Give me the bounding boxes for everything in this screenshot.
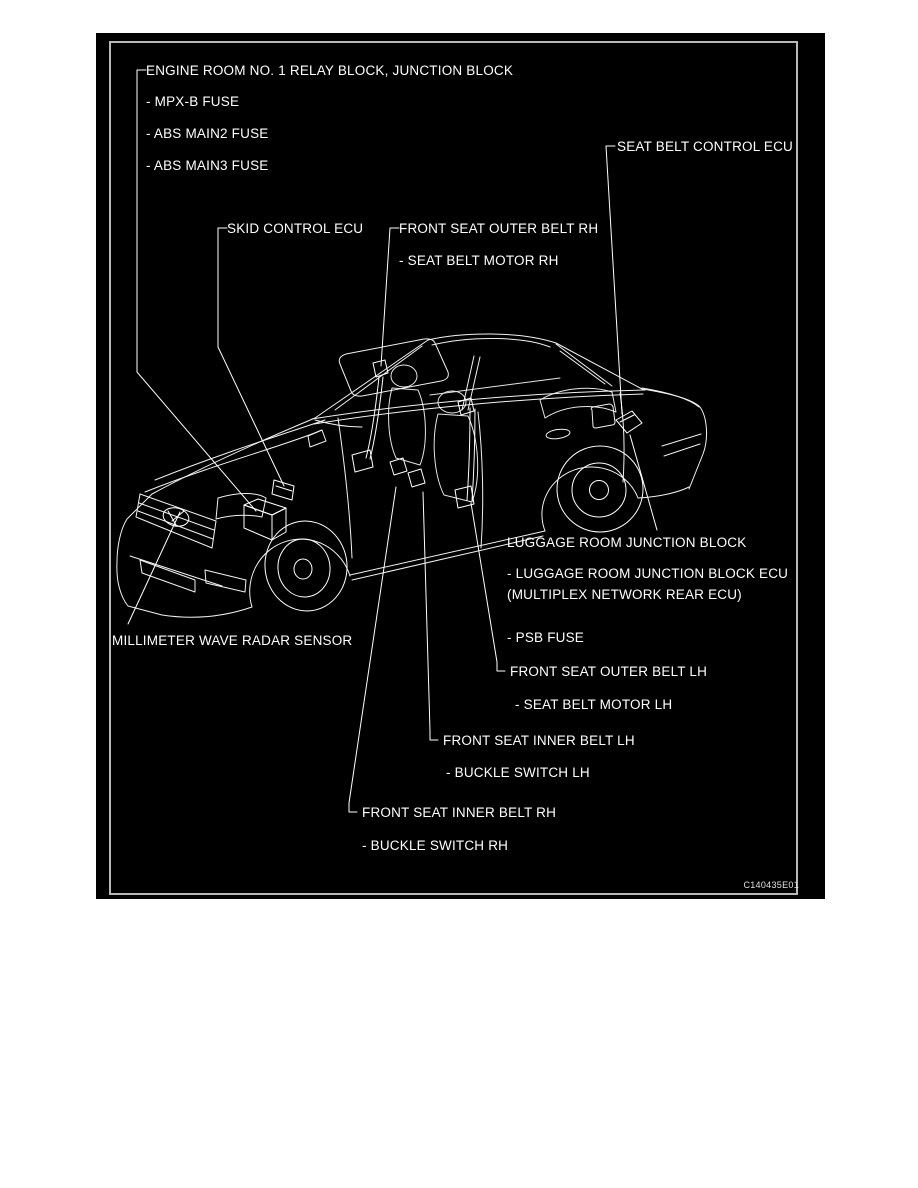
label-engine-room-relay-block: ENGINE ROOM NO. 1 RELAY BLOCK, JUNCTION … <box>146 63 514 78</box>
label-front-seat-inner-belt-lh: FRONT SEAT INNER BELT LH <box>443 733 635 748</box>
label-abs-main2-fuse: - ABS MAIN2 FUSE <box>146 126 269 141</box>
leader-skid-control-ecu <box>218 228 284 486</box>
label-front-seat-outer-belt-rh: FRONT SEAT OUTER BELT RH <box>399 221 599 236</box>
label-millimeter-wave-radar-sensor: MILLIMETER WAVE RADAR SENSOR <box>112 633 353 648</box>
leader-front-seat-inner-belt-rh <box>349 487 396 812</box>
engine-relay-block-marker <box>244 499 286 540</box>
leader-engine-room-block <box>137 70 256 511</box>
label-front-seat-outer-belt-lh: FRONT SEAT OUTER BELT LH <box>510 664 708 679</box>
seat-belt-control-ecu-marker <box>616 411 642 433</box>
label-psb-fuse: - PSB FUSE <box>507 630 585 645</box>
label-buckle-switch-lh: - BUCKLE SWITCH LH <box>446 765 590 780</box>
vehicle-wireframe-illustration <box>96 33 825 899</box>
vehicle-outline <box>117 334 707 617</box>
skid-control-ecu-marker <box>272 480 294 500</box>
label-luggage-room-junction-block-ecu: - LUGGAGE ROOM JUNCTION BLOCK ECU <box>507 566 789 581</box>
front-seat-outer-belt-lh-marker <box>455 398 475 508</box>
front-seat-inner-belt-markers <box>390 458 425 487</box>
leader-seat-belt-control-ecu <box>606 146 622 414</box>
leader-front-seat-inner-belt-lh <box>423 492 438 740</box>
label-abs-main3-fuse: - ABS MAIN3 FUSE <box>146 158 269 173</box>
label-multiplex-network-rear-ecu: (MULTIPLEX NETWORK REAR ECU) <box>507 587 742 602</box>
leader-front-seat-outer-belt-rh <box>381 228 399 366</box>
leader-front-seat-outer-belt-lh <box>471 503 505 671</box>
label-mpx-b-fuse: - MPX-B FUSE <box>146 94 240 109</box>
label-seat-belt-motor-rh: - SEAT BELT MOTOR RH <box>399 253 559 268</box>
radar-sensor-emblem-marker <box>161 505 191 529</box>
label-skid-control-ecu: SKID CONTROL ECU <box>227 221 364 236</box>
leader-luggage-room-junction-block <box>630 435 657 530</box>
front-wheel <box>261 517 352 615</box>
label-buckle-switch-rh: - BUCKLE SWITCH RH <box>362 838 509 853</box>
label-luggage-room-junction-block: LUGGAGE ROOM JUNCTION BLOCK <box>507 535 747 550</box>
figure-code: C140435E01 <box>743 880 799 890</box>
label-front-seat-inner-belt-rh: FRONT SEAT INNER BELT RH <box>362 805 557 820</box>
interior-seats <box>389 365 616 502</box>
leader-lines <box>128 70 657 812</box>
leader-millimeter-wave-radar-sensor <box>128 512 180 624</box>
label-seat-belt-control-ecu: SEAT BELT CONTROL ECU <box>617 139 793 154</box>
front-seat-outer-belt-rh-marker <box>352 360 388 472</box>
rear-wheel <box>557 446 643 532</box>
label-seat-belt-motor-lh: - SEAT BELT MOTOR LH <box>515 697 673 712</box>
component-location-diagram: ENGINE ROOM NO. 1 RELAY BLOCK, JUNCTION … <box>96 33 825 899</box>
